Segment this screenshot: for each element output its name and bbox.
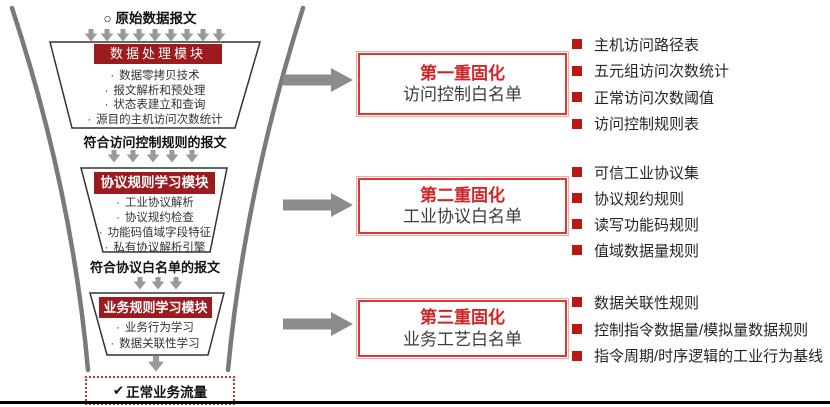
square-bullet-icon	[572, 219, 582, 229]
point-label: 可信工业协议集	[594, 164, 700, 182]
module-3-header: 业务规则学习模块	[99, 297, 212, 318]
point-item: 协议规约规则	[572, 185, 828, 211]
point-label: 协议规约规则	[594, 190, 685, 208]
funnel-left-curve	[9, 5, 91, 373]
point-label: 五元组访问次数统计	[594, 63, 730, 81]
square-bullet-icon	[572, 350, 582, 361]
stage-label-2: 符合协议白名单的报文	[89, 260, 220, 275]
stage-1-points: 主机访问路径表 五元组访问次数统计 正常访问次数阈值 访问控制规则表	[572, 31, 828, 137]
arrow-row-1	[84, 29, 226, 42]
right-arrow-stage-3	[283, 312, 353, 336]
list-item-label: 源目的主机访问次数统计	[96, 113, 223, 126]
list-item-label: 数据零拷贝技术	[119, 70, 200, 82]
point-label: 控制指令数据量/模拟量数据规则	[594, 321, 809, 339]
point-item: 读写功能码规则	[572, 211, 828, 237]
point-label: 读写功能码规则	[594, 216, 700, 234]
dot-bullet-icon: ·	[98, 227, 103, 239]
list-item-label: 功能码值域字段特征	[107, 227, 212, 239]
stage-3-subtitle: 业务工艺白名单	[403, 329, 522, 349]
right-arrow-stage-1	[283, 68, 353, 92]
final-down-arrow	[148, 356, 164, 372]
stage-label-1: 符合访问控制规则的报文	[83, 135, 227, 150]
list-item: · 私有协议解析引擎	[105, 241, 206, 256]
point-item: 控制指令数据量/模拟量数据规则	[572, 316, 828, 343]
square-bullet-icon	[572, 118, 582, 129]
dot-bullet-icon: ·	[116, 322, 120, 334]
module-2-list: · 工业协议解析 · 协议规约检查 · 功能码值域字段特征 · 私有协议解析引擎	[72, 196, 238, 256]
point-label: 指令周期/时序逻辑的工业行为基线	[594, 348, 824, 366]
result-label: 正常业务流量	[126, 384, 208, 400]
stage-box-3: 第三重固化 业务工艺白名单	[356, 298, 569, 359]
stage-2-points: 可信工业协议集 协议规约规则 读写功能码规则 值域数据量规则	[572, 159, 828, 263]
stage-1-subtitle: 访问控制白名单	[403, 85, 522, 104]
square-bullet-icon	[572, 167, 582, 177]
funnel-right-curve	[225, 5, 306, 373]
dot-bullet-icon: ·	[104, 99, 109, 111]
bottom-divider	[0, 401, 830, 404]
list-item-label: 报文解析和预处理	[113, 84, 206, 97]
list-item: · 业务行为学习	[116, 321, 194, 337]
check-icon: ✔	[112, 382, 125, 398]
list-item-label: 协议规约检查	[124, 212, 194, 224]
list-item: · 数据零拷贝技术	[110, 69, 199, 84]
point-item: 可信工业协议集	[572, 159, 828, 185]
stage-3-title: 第三重固化	[420, 308, 505, 328]
point-item: 指令周期/时序逻辑的工业行为基线	[572, 343, 828, 370]
point-label: 主机访问路径表	[594, 36, 700, 54]
dot-bullet-icon: ·	[104, 242, 109, 254]
square-bullet-icon	[572, 65, 582, 76]
circle-icon: ○	[103, 11, 112, 26]
dot-bullet-icon: ·	[116, 212, 120, 224]
module-1-header: 数据处理模块	[94, 44, 222, 64]
list-item: · 数据关联性学习	[110, 337, 199, 353]
list-item-label: 业务行为学习	[124, 322, 194, 334]
square-bullet-icon	[572, 297, 582, 308]
top-label: ○ 原始数据报文	[30, 7, 270, 27]
list-item: · 功能码值域字段特征	[99, 226, 211, 241]
square-bullet-icon	[572, 92, 582, 103]
square-bullet-icon	[572, 193, 582, 203]
point-item: 访问控制规则表	[572, 111, 828, 138]
list-item: · 源目的主机访问次数统计	[87, 113, 222, 128]
list-item: · 协议规约检查	[116, 211, 194, 226]
point-item: 主机访问路径表	[572, 31, 828, 58]
list-item: · 报文解析和预处理	[105, 84, 206, 99]
stage-2-subtitle: 工业协议白名单	[403, 207, 522, 226]
top-label-text: 原始数据报文	[115, 11, 197, 26]
point-item: 五元组访问次数统计	[572, 58, 828, 85]
module-1-list: · 数据零拷贝技术 · 报文解析和预处理 · 状态表建立和查询 · 源目的主机访问次数统…	[58, 69, 252, 127]
point-item: 正常访问次数阈值	[572, 84, 828, 111]
point-label: 值域数据量规则	[594, 242, 700, 260]
module-3-list: · 业务行为学习 · 数据关联性学习	[95, 321, 215, 352]
stage-3-points: 数据关联性规则 控制指令数据量/模拟量数据规则 指令周期/时序逻辑的工业行为基线	[572, 289, 828, 369]
list-item-label: 状态表建立和查询	[113, 99, 206, 111]
dot-bullet-icon: ·	[104, 84, 109, 97]
module-2-header: 协议规则学习模块	[94, 172, 215, 194]
dot-bullet-icon: ·	[110, 337, 115, 350]
list-item-label: 工业协议解析	[124, 197, 194, 209]
arrow-row-3	[133, 277, 183, 290]
square-bullet-icon	[572, 245, 582, 255]
stage-2-title: 第二重固化	[420, 185, 505, 205]
point-item: 值域数据量规则	[572, 237, 828, 263]
list-item-label: 私有协议解析引擎	[113, 242, 206, 254]
dot-bullet-icon: ·	[87, 113, 92, 126]
dot-bullet-icon: ·	[116, 197, 120, 209]
square-bullet-icon	[572, 39, 582, 50]
stage-1-title: 第一重固化	[420, 63, 505, 83]
result-box: ✔ 正常业务流量	[85, 376, 235, 405]
stage-box-1: 第一重固化 访问控制白名单	[356, 51, 569, 117]
list-item-label: 数据关联性学习	[119, 337, 200, 350]
right-arrow-stage-2	[283, 193, 353, 217]
square-bullet-icon	[572, 324, 582, 335]
point-label: 数据关联性规则	[594, 294, 700, 312]
point-label: 正常访问次数阈值	[594, 89, 715, 107]
point-item: 数据关联性规则	[572, 289, 828, 316]
dot-bullet-icon: ·	[110, 70, 115, 82]
list-item: · 工业协议解析	[116, 196, 194, 211]
point-label: 访问控制规则表	[594, 116, 700, 134]
arrow-row-2	[107, 150, 199, 163]
list-item: · 状态表建立和查询	[105, 98, 206, 113]
stage-box-2: 第二重固化 工业协议白名单	[356, 176, 569, 236]
